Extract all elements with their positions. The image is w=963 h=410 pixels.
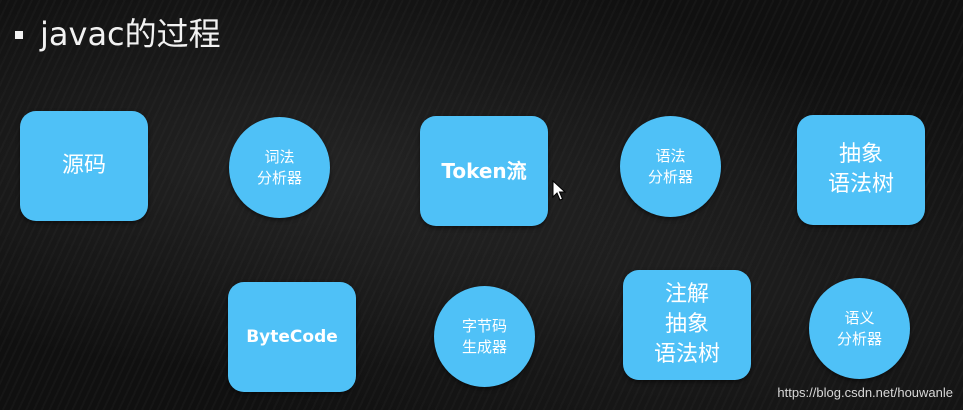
node-token-stream-label: Token流 (441, 159, 527, 183)
node-annotated-ast-label: 注解 抽象 语法树 (653, 282, 720, 367)
node-semantic-analyzer-label: 语义 分析器 (836, 308, 882, 348)
node-syntax-analyzer: 语法 分析器 (620, 116, 721, 217)
node-token-stream: Token流 (420, 116, 548, 226)
node-bytecode: ByteCode (228, 282, 356, 392)
node-semantic-analyzer: 语义 分析器 (809, 278, 910, 379)
title-bullet (15, 31, 23, 39)
node-syntax-analyzer-label: 语法 分析器 (647, 146, 693, 186)
node-lexical-analyzer-label: 词法 分析器 (256, 147, 302, 187)
node-bytecode-generator: 字节码 生成器 (434, 286, 535, 387)
node-bytecode-label: ByteCode (246, 327, 338, 347)
watermark: https://blog.csdn.net/houwanle (777, 385, 953, 400)
node-abstract-syntax-tree: 抽象 语法树 (797, 115, 925, 225)
node-annotated-ast: 注解 抽象 语法树 (623, 270, 751, 380)
node-source-code-label: 源码 (61, 153, 106, 178)
node-source-code: 源码 (20, 111, 148, 221)
slide-title: javac的过程 (40, 15, 221, 53)
node-abstract-syntax-tree-label: 抽象 语法树 (827, 142, 894, 197)
node-lexical-analyzer: 词法 分析器 (229, 117, 330, 218)
mouse-pointer-icon (552, 180, 566, 201)
node-bytecode-generator-label: 字节码 生成器 (461, 316, 507, 356)
